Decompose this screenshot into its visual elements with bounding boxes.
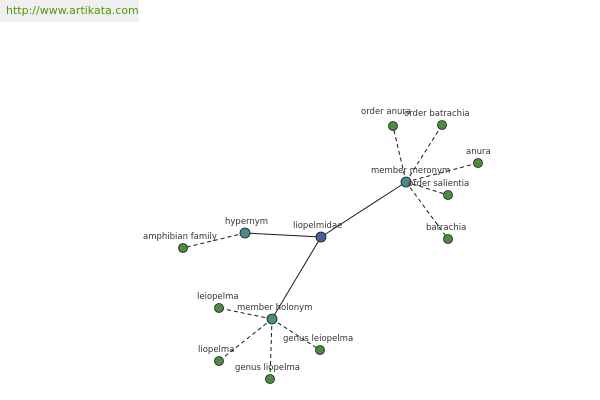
relation-member-meronym-node[interactable] xyxy=(400,176,412,188)
relation-member-holonym-label[interactable]: member holonym xyxy=(237,303,312,313)
leaf-genus-liopelma-label[interactable]: genus liopelma xyxy=(235,363,300,373)
leaf-order-batrachia-node[interactable] xyxy=(437,120,447,130)
graph-nodes xyxy=(178,120,483,384)
leaf-genus-leiopelma-label[interactable]: genus leiopelma xyxy=(283,334,353,344)
edge-member-meronym-anura xyxy=(405,162,479,183)
relation-member-holonym-node[interactable] xyxy=(266,313,278,325)
leaf-order-anura-node[interactable] xyxy=(388,121,398,131)
leaf-order-anura-label[interactable]: order anura xyxy=(361,107,411,117)
leaf-batrachia-label[interactable]: batrachia xyxy=(426,223,466,233)
center-liopelmidae-label[interactable]: liopelmidae xyxy=(293,221,342,231)
edge-hypernym-amphibian-family xyxy=(182,232,246,249)
leaf-anura-label[interactable]: anura xyxy=(466,147,491,157)
leaf-liopelma-label[interactable]: liopelma xyxy=(198,345,234,355)
leaf-anura-node[interactable] xyxy=(473,158,483,168)
leaf-genus-leiopelma-node[interactable] xyxy=(315,345,325,355)
edge-liopelmidae-member-holonym xyxy=(271,236,322,320)
leaf-amphibian-family-label[interactable]: amphibian family xyxy=(143,232,217,242)
edge-member-meronym-order-anura xyxy=(392,125,407,183)
edge-member-holonym-genus-leiopelma xyxy=(271,318,321,351)
leaf-genus-liopelma-node[interactable] xyxy=(265,374,275,384)
leaf-order-batrachia-label[interactable]: order batrachia xyxy=(404,109,470,119)
graph-edges xyxy=(182,124,479,380)
leaf-leiopelma-node[interactable] xyxy=(214,303,224,313)
edge-member-meronym-order-salientia xyxy=(405,181,449,196)
leaf-batrachia-node[interactable] xyxy=(443,234,453,244)
edge-member-holonym-leiopelma xyxy=(218,307,273,320)
leaf-order-salientia-node[interactable] xyxy=(443,190,453,200)
edge-member-holonym-liopelma xyxy=(218,318,273,362)
leaf-order-salientia-label[interactable]: order salientia xyxy=(408,179,469,189)
edge-liopelmidae-member-meronym xyxy=(320,181,407,238)
site-url-link[interactable]: http://www.artikata.com xyxy=(0,0,139,22)
edge-liopelmidae-hypernym xyxy=(244,232,322,238)
center-liopelmidae-node[interactable] xyxy=(315,231,327,243)
graph-labels: liopelmidae hypernym amphibian family membe… xyxy=(143,107,491,373)
relation-hypernym-label[interactable]: hypernym xyxy=(225,217,268,227)
relation-member-meronym-label[interactable]: member meronym xyxy=(371,166,450,176)
leaf-leiopelma-label[interactable]: leiopelma xyxy=(197,292,239,302)
leaf-liopelma-node[interactable] xyxy=(214,356,224,366)
edge-member-meronym-order-batrachia xyxy=(405,124,443,183)
relation-hypernym-node[interactable] xyxy=(239,227,251,239)
leaf-amphibian-family-node[interactable] xyxy=(178,243,188,253)
edge-member-holonym-genus-liopelma xyxy=(269,318,273,380)
edge-member-meronym-batrachia xyxy=(405,181,449,240)
